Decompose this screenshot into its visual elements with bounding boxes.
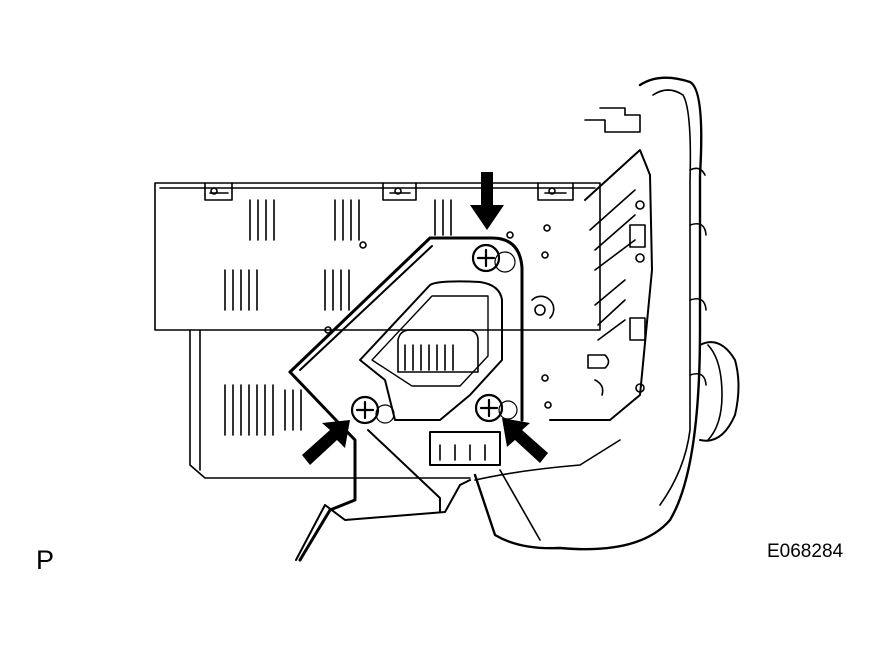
screw-right [476, 395, 517, 421]
front-bezel [475, 78, 739, 550]
side-panel [550, 108, 652, 420]
screw-left [352, 397, 394, 423]
mounting-bracket [290, 238, 522, 560]
arrow-down [470, 172, 504, 230]
screw-top [473, 245, 515, 272]
screws [352, 245, 517, 423]
figure-code: E068284 [767, 541, 844, 562]
callout-arrows [302, 172, 548, 465]
view-label: P [36, 545, 55, 575]
audio-unit-chassis [155, 183, 600, 478]
arrow-up-right [302, 420, 350, 465]
arrow-up-left [502, 418, 548, 463]
